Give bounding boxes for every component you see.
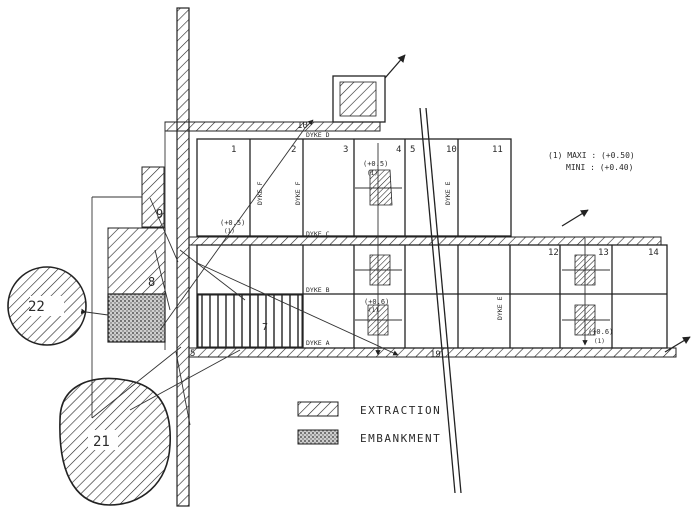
dyke-label: DYKE E: [496, 296, 504, 320]
elevation-label: (+0.6): [588, 328, 613, 336]
cell-label: 4: [396, 145, 401, 155]
elevation-label: (+0.5): [220, 219, 245, 227]
upper-cell-grid: [196, 138, 512, 237]
diagonal-channel: [419, 107, 462, 494]
borrow-label: 9: [156, 207, 163, 221]
borrow-pit-21: [59, 377, 171, 506]
cell-label: 10: [446, 145, 457, 155]
elevation-label: (+0.5): [363, 160, 388, 168]
main-vertical-dyke: [176, 7, 190, 507]
cell-label: 5: [410, 145, 415, 155]
dyke-label: DYKE F: [256, 181, 264, 205]
borrow-label: 8: [148, 275, 155, 289]
elevation-label: (1): [594, 338, 605, 345]
legend-label-extraction: EXTRACTION: [360, 404, 441, 417]
borrow-label: 22: [28, 299, 45, 315]
dyke-outlet-arrows: [561, 209, 691, 353]
elevation-label: (+0.6): [364, 298, 389, 306]
cell-label: 14: [648, 248, 659, 258]
legend: EXTRACTION EMBANKMENT: [297, 401, 441, 445]
borrow-label: 10: [297, 121, 308, 131]
borrow-label: 5: [190, 349, 195, 359]
cell-label: 1: [231, 145, 236, 155]
legend-label-embankment: EMBANKMENT: [360, 432, 441, 445]
elevation-label: (1): [224, 228, 235, 235]
elevation-label: (1): [367, 170, 378, 177]
borrow-label: 7: [262, 322, 268, 333]
cell-label: 11: [492, 145, 503, 155]
dyke-label: DYKE B: [306, 286, 330, 294]
borrow-label: 19: [430, 350, 441, 360]
legend-swatch-embankment: [297, 429, 339, 445]
dyke-label: DYKE A: [306, 339, 330, 347]
dyke-label: DYKE D: [306, 131, 330, 139]
borrow-pit-10: [332, 54, 406, 123]
cell-extraction-marks: [355, 143, 610, 356]
dyke-label: DYKE E: [444, 181, 452, 205]
cell-label: 13: [598, 248, 609, 258]
cell-label: 12: [548, 248, 559, 258]
cell-label: 3: [343, 145, 348, 155]
middle-dyke: [188, 236, 662, 246]
borrow-pit-22: [7, 266, 87, 346]
borrow-label: 21: [93, 434, 110, 450]
elevation-label: (1): [368, 307, 379, 314]
elevation-note-min: MINI : (+0.40): [566, 163, 633, 172]
elevation-note-max: (1) MAXI : (+0.50): [548, 151, 635, 160]
dyke-label: DYKE C: [306, 230, 330, 238]
legend-swatch-extraction: [297, 401, 339, 417]
cell-label: 2: [291, 145, 296, 155]
striped-block: [197, 294, 303, 348]
dyke-label: DYKE F: [294, 181, 302, 205]
haul-lines: [80, 119, 399, 426]
